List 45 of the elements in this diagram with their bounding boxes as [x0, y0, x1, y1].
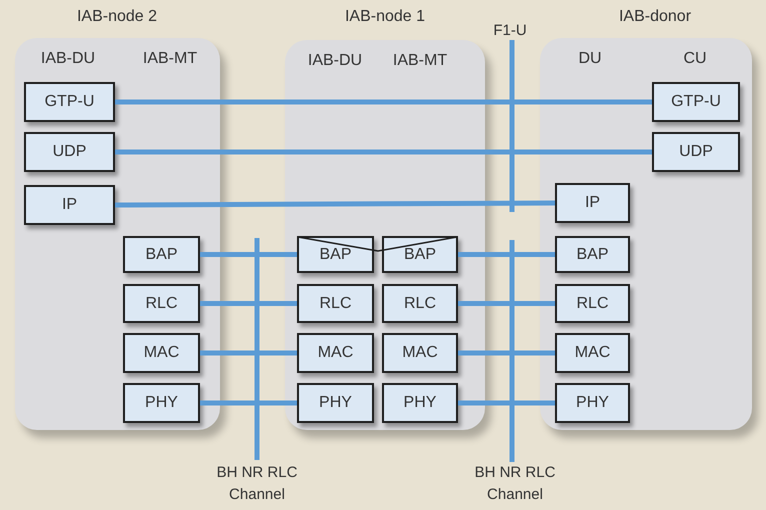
protocol-layer: RLC [123, 284, 200, 323]
protocol-layer: UDP [652, 132, 740, 172]
protocol-layer: PHY [123, 383, 200, 423]
protocol-layer: IP [555, 183, 630, 223]
protocol-layer: MAC [123, 333, 200, 373]
panel-heading: IAB-donor [618, 8, 692, 26]
protocol-layer: GTP-U [24, 82, 115, 122]
connection-line [458, 400, 555, 406]
column-heading: IAB-MT [142, 50, 198, 68]
protocol-layer: PHY [555, 383, 630, 423]
column-heading: CU [683, 50, 707, 68]
protocol-layer: BAP [297, 236, 374, 273]
panel-heading: IAB-node 1 [344, 8, 426, 26]
protocol-layer: MAC [555, 333, 630, 373]
interface-label: BH NR RLC Channel [474, 463, 556, 505]
protocol-layer: RLC [555, 284, 630, 323]
protocol-layer: RLC [297, 284, 374, 323]
connection-line [115, 150, 652, 154]
connection-line [200, 301, 297, 306]
protocol-layer: GTP-U [652, 82, 740, 122]
protocol-layer: UDP [24, 132, 115, 172]
connection-line [200, 252, 297, 257]
connection-line [114, 200, 556, 208]
connection-line [458, 301, 555, 306]
protocol-layer: PHY [297, 383, 374, 423]
protocol-layer: PHY [382, 383, 458, 423]
protocol-layer: IP [24, 185, 115, 225]
panel-heading: IAB-node 2 [76, 8, 158, 26]
connection-line [115, 100, 652, 104]
protocol-layer: MAC [382, 333, 458, 373]
connection-line [458, 350, 555, 356]
connection-line [200, 400, 297, 406]
interface-label: BH NR RLC Channel [216, 463, 298, 505]
protocol-layer: BAP [555, 236, 630, 273]
protocol-layer: BAP [123, 236, 200, 273]
connection-line [200, 350, 297, 356]
column-heading: IAB-MT [392, 52, 448, 70]
protocol-layer: RLC [382, 284, 458, 323]
column-heading: IAB-DU [308, 52, 362, 70]
column-heading: DU [578, 50, 602, 68]
column-heading: IAB-DU [40, 50, 96, 68]
connection-line [298, 236, 458, 252]
protocol-layer: BAP [382, 236, 458, 273]
connection-line [458, 252, 555, 257]
protocol-layer: MAC [297, 333, 374, 373]
